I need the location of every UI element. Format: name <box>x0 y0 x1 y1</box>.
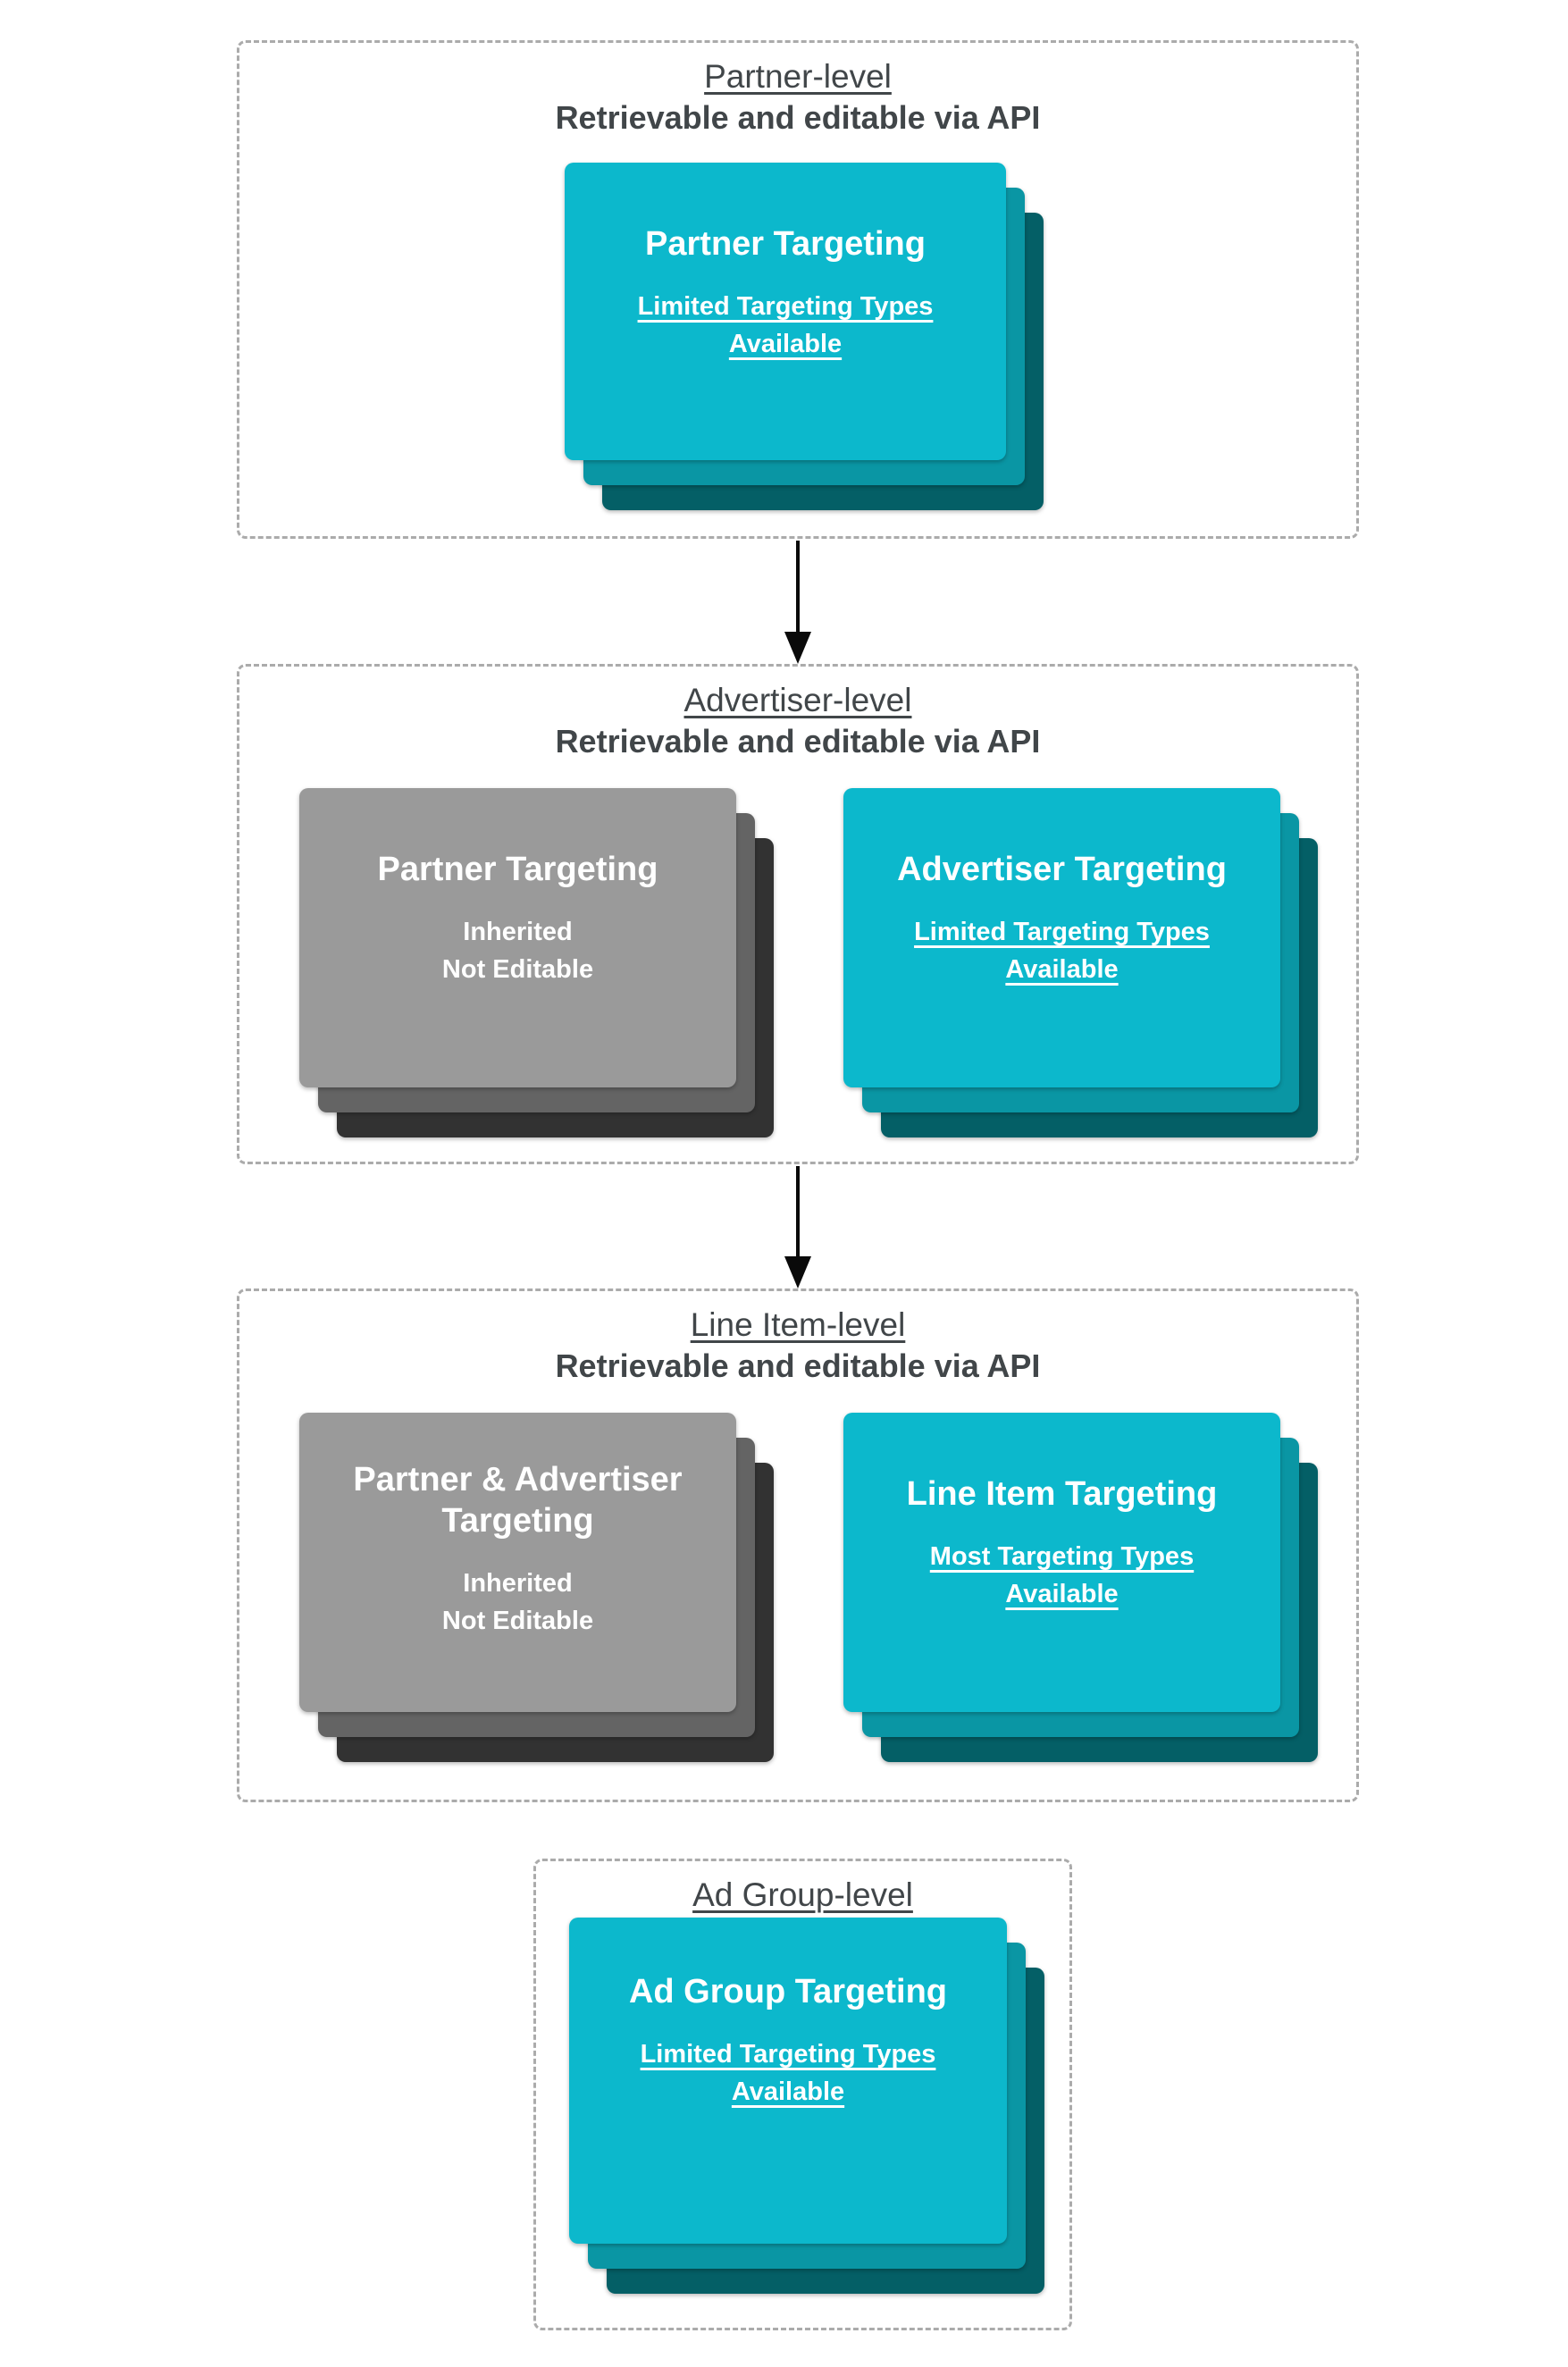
section-subtitle: Retrievable and editable via API <box>555 1347 1041 1384</box>
section-title: Line Item-level <box>690 1306 906 1343</box>
card-body-line: Available <box>731 2077 845 2106</box>
card-title-line: Advertiser Targeting <box>897 851 1227 888</box>
section-header: Advertiser-level Retrievable and editabl… <box>239 667 1356 762</box>
card-title-line: Partner & Advertiser <box>353 1461 683 1498</box>
card-title-line: Partner Targeting <box>377 851 658 888</box>
card-body-line: Inherited <box>463 918 573 946</box>
card-stack-partner-targeting-inherited: Partner Targeting Inherited Not Editable <box>299 788 774 1137</box>
section-subtitle: Retrievable and editable via API <box>555 99 1041 136</box>
card-stack-ad-group-targeting: Ad Group Targeting Limited Targeting Typ… <box>569 1918 1044 2294</box>
card-stack-line-item-targeting: Line Item Targeting Most Targeting Types… <box>843 1413 1318 1762</box>
card-body-line: Not Editable <box>441 955 594 984</box>
section-title: Ad Group-level <box>692 1876 913 1913</box>
card-title-line: Targeting <box>441 1502 594 1540</box>
card-title: Partner & Advertiser Targeting <box>324 1459 711 1541</box>
section-header: Line Item-level Retrievable and editable… <box>239 1291 1356 1387</box>
card-title: Ad Group Targeting <box>594 1971 982 2012</box>
card-body-line: Most Targeting Types <box>929 1542 1195 1571</box>
down-arrow-icon <box>784 1166 811 1288</box>
card-title-line: Ad Group Targeting <box>628 1973 948 2010</box>
card-title: Partner Targeting <box>324 849 711 890</box>
card-body-line: Available <box>1005 955 1119 984</box>
section-header: Partner-level Retrievable and editable v… <box>239 43 1356 138</box>
card-body: Limited Targeting Types Available <box>590 288 981 363</box>
card-body: Inherited Not Editable <box>324 1565 711 1640</box>
card-partner-targeting-inherited: Partner Targeting Inherited Not Editable <box>299 788 736 1087</box>
section-ad-group-level: Ad Group-level Only retrievable via API … <box>533 1859 1072 2330</box>
card-body: Limited Targeting Types Available <box>594 2035 982 2111</box>
card-ad-group-targeting: Ad Group Targeting Limited Targeting Typ… <box>569 1918 1007 2244</box>
card-advertiser-targeting: Advertiser Targeting Limited Targeting T… <box>843 788 1280 1087</box>
card-title-line: Line Item Targeting <box>906 1475 1218 1513</box>
card-stack-partner-advertiser-targeting: Partner & Advertiser Targeting Inherited… <box>299 1413 774 1762</box>
section-advertiser-level: Advertiser-level Retrievable and editabl… <box>237 664 1359 1164</box>
card-partner-targeting: Partner Targeting Limited Targeting Type… <box>565 163 1006 460</box>
section-title: Advertiser-level <box>683 682 912 718</box>
arrow-head <box>784 1256 811 1288</box>
arrow-shaft <box>796 1166 800 1258</box>
card-title: Partner Targeting <box>590 223 981 264</box>
card-line-item-targeting: Line Item Targeting Most Targeting Types… <box>843 1413 1280 1712</box>
card-body-line: Inherited <box>463 1569 573 1598</box>
card-body: Limited Targeting Types Available <box>868 913 1255 988</box>
card-body: Most Targeting Types Available <box>868 1538 1255 1613</box>
section-subtitle: Retrievable and editable via API <box>555 723 1041 760</box>
card-title: Line Item Targeting <box>868 1473 1255 1515</box>
card-partner-advertiser-targeting: Partner & Advertiser Targeting Inherited… <box>299 1413 736 1712</box>
card-body-line: Not Editable <box>441 1607 594 1635</box>
section-title: Partner-level <box>704 58 892 95</box>
card-title: Advertiser Targeting <box>868 849 1255 890</box>
card-stack-advertiser-targeting: Advertiser Targeting Limited Targeting T… <box>843 788 1318 1137</box>
arrow-head <box>784 632 811 664</box>
card-body: Inherited Not Editable <box>324 913 711 988</box>
card-body-line: Available <box>728 330 843 358</box>
card-title-line: Partner Targeting <box>645 225 926 263</box>
arrow-shaft <box>796 541 800 634</box>
card-body-line: Limited Targeting Types <box>914 918 1210 946</box>
card-body-line: Limited Targeting Types <box>640 2040 936 2069</box>
card-body-line: Available <box>1005 1580 1119 1608</box>
section-line-item-level: Line Item-level Retrievable and editable… <box>237 1288 1359 1802</box>
down-arrow-icon <box>784 541 811 664</box>
card-stack-partner-targeting: Partner Targeting Limited Targeting Type… <box>565 163 1044 510</box>
card-body-line: Limited Targeting Types <box>637 292 934 321</box>
section-partner-level: Partner-level Retrievable and editable v… <box>237 40 1359 539</box>
